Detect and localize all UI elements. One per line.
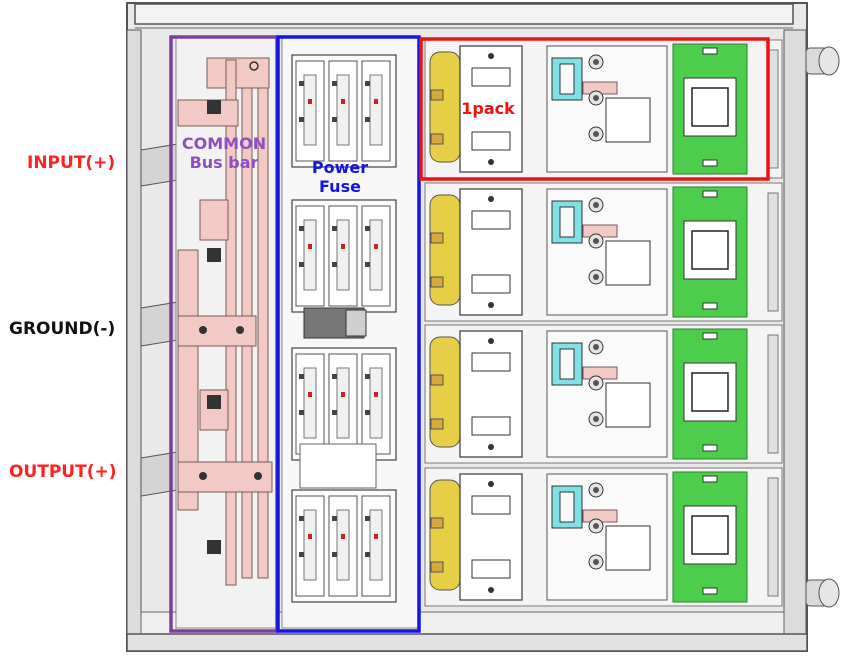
busbar-annotation-line2: Bus bar [189, 153, 259, 173]
ground-label: GROUND(-) [9, 319, 116, 339]
busbar-annotation-line1: COMMON [181, 134, 267, 153]
fuse-block-4 [291, 489, 397, 603]
enclosure-top-lid [134, 3, 794, 25]
power-module-row-1 [424, 39, 783, 179]
right-wall [783, 29, 807, 651]
cylindrical-fuse [299, 307, 377, 489]
power-fuse-annotation: Power Fuse [296, 158, 384, 196]
one-pack-outline [419, 37, 770, 181]
power-module-row-4 [424, 467, 783, 607]
busbar-top-plate [206, 57, 270, 89]
left-wall [126, 29, 142, 651]
power-module-row-3 [424, 324, 783, 464]
common-busbar-annotation: COMMON Bus bar [172, 134, 276, 172]
busbar-vertical-3 [257, 87, 269, 579]
fuse-block-3 [291, 347, 397, 461]
fuse-annotation-line1: Power [311, 158, 369, 177]
one-pack-annotation: 1pack [461, 99, 515, 118]
fuse-block-1 [291, 54, 397, 168]
input-label: INPUT(+) [27, 153, 116, 173]
output-label: OUTPUT(+) [9, 462, 117, 482]
power-module-row-2 [424, 182, 783, 322]
power-fuse-outline [276, 35, 421, 633]
fuse-annotation-line2: Fuse [319, 177, 361, 197]
busbar-left-rail [177, 249, 199, 511]
fuse-block-2 [291, 199, 397, 313]
busbar-ground-strap [177, 315, 257, 347]
